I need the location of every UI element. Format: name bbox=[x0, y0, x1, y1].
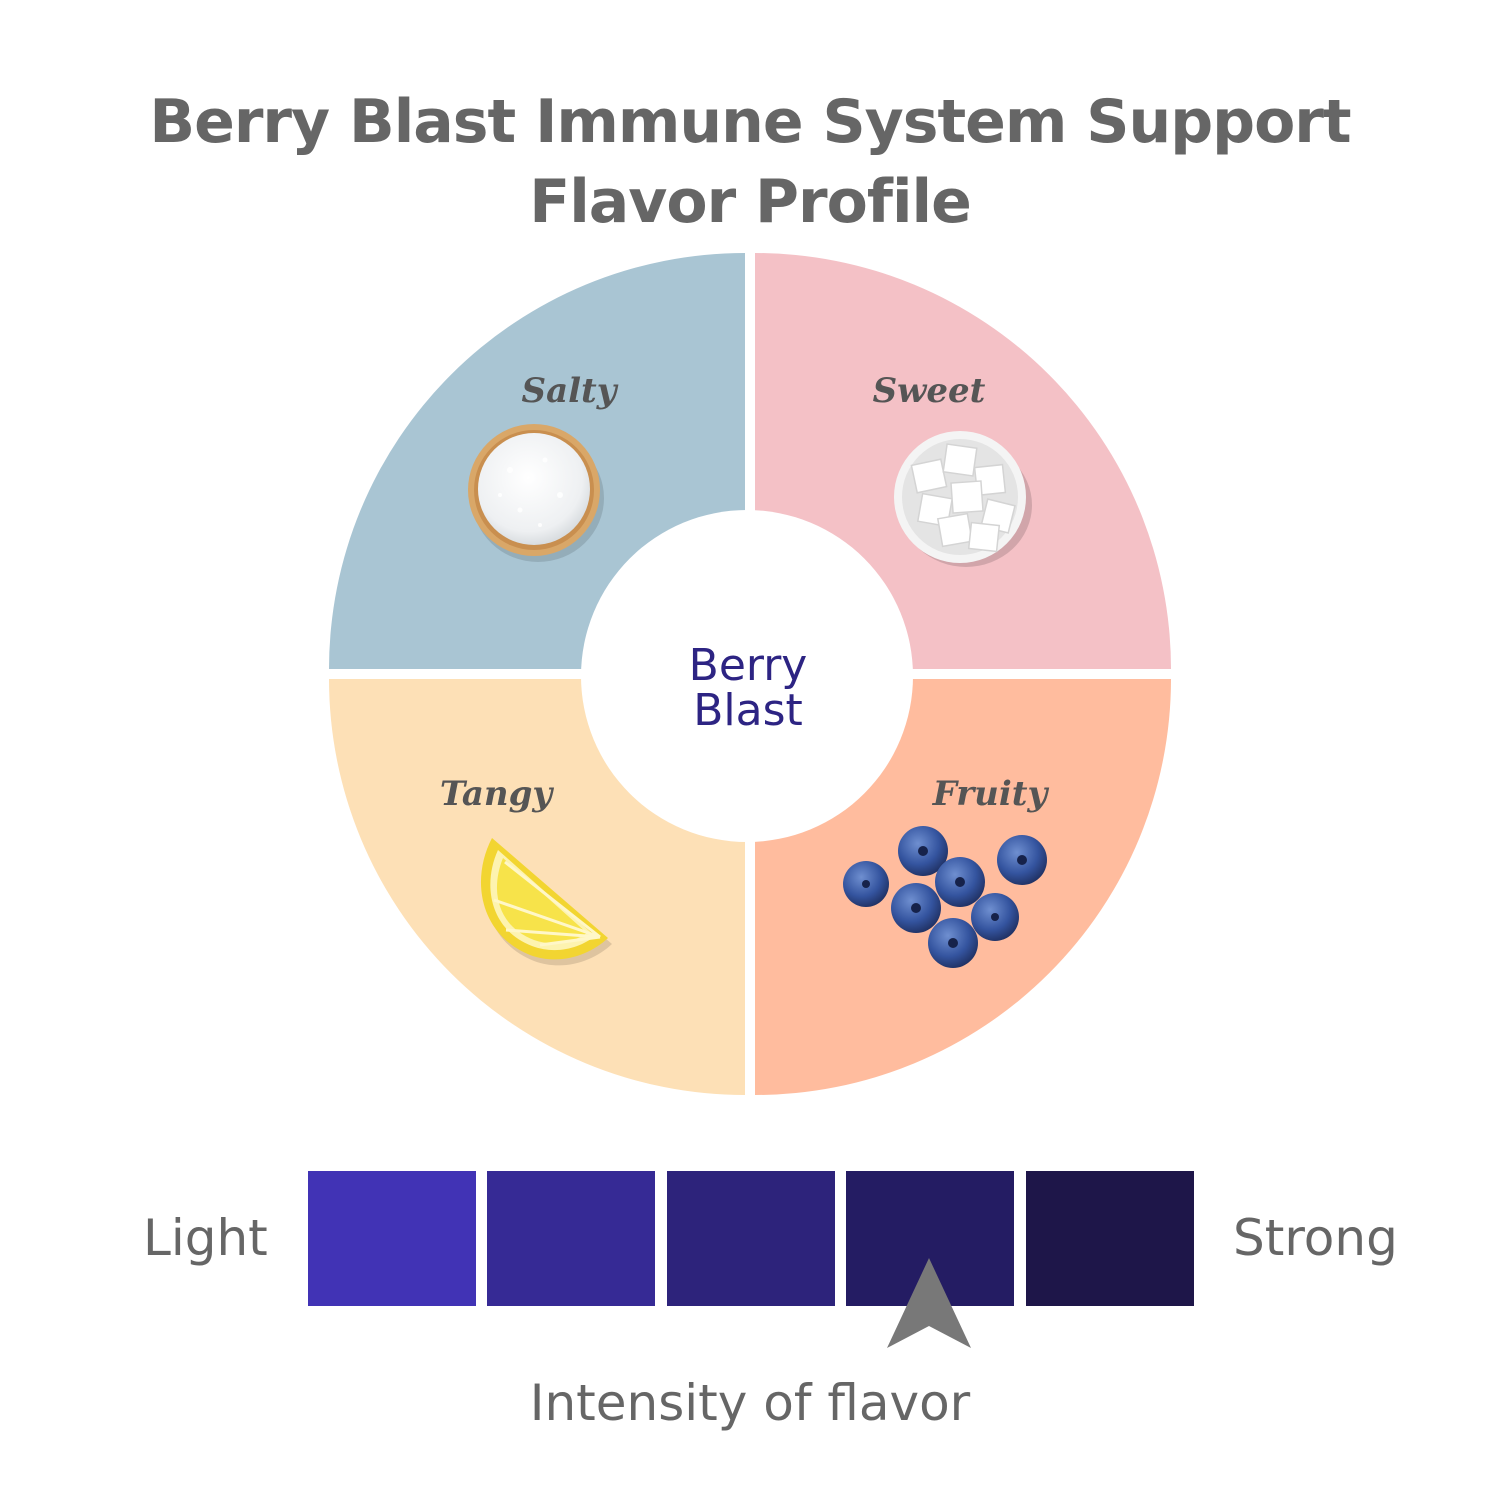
lemon-wedge-icon bbox=[480, 838, 612, 966]
page-title: Berry Blast Immune System Support Flavor… bbox=[0, 82, 1500, 242]
intensity-pointer-icon bbox=[887, 1258, 971, 1348]
title-line-1: Berry Blast Immune System Support bbox=[149, 87, 1351, 157]
wheel-center bbox=[581, 510, 913, 842]
strong-label: Strong bbox=[1233, 1209, 1398, 1267]
center-label-line-2: Blast bbox=[693, 685, 803, 736]
intensity-level-5 bbox=[1026, 1171, 1194, 1306]
intensity-level-2 bbox=[487, 1171, 655, 1306]
center-label-line-1: Berry bbox=[689, 640, 808, 691]
intensity-caption: Intensity of flavor bbox=[529, 1374, 971, 1432]
light-label: Light bbox=[143, 1209, 268, 1267]
blueberries-icon bbox=[843, 826, 1047, 968]
intensity-level-1 bbox=[308, 1171, 476, 1306]
label-sweet: Sweet bbox=[873, 371, 986, 411]
sugar-cubes-bowl-icon bbox=[894, 431, 1032, 567]
title-line-2: Flavor Profile bbox=[529, 167, 972, 237]
intensity-level-3 bbox=[667, 1171, 835, 1306]
label-tangy: Tangy bbox=[440, 774, 555, 814]
salt-bowl-icon bbox=[468, 424, 604, 562]
label-fruity: Fruity bbox=[932, 774, 1050, 814]
label-salty: Salty bbox=[522, 371, 619, 411]
